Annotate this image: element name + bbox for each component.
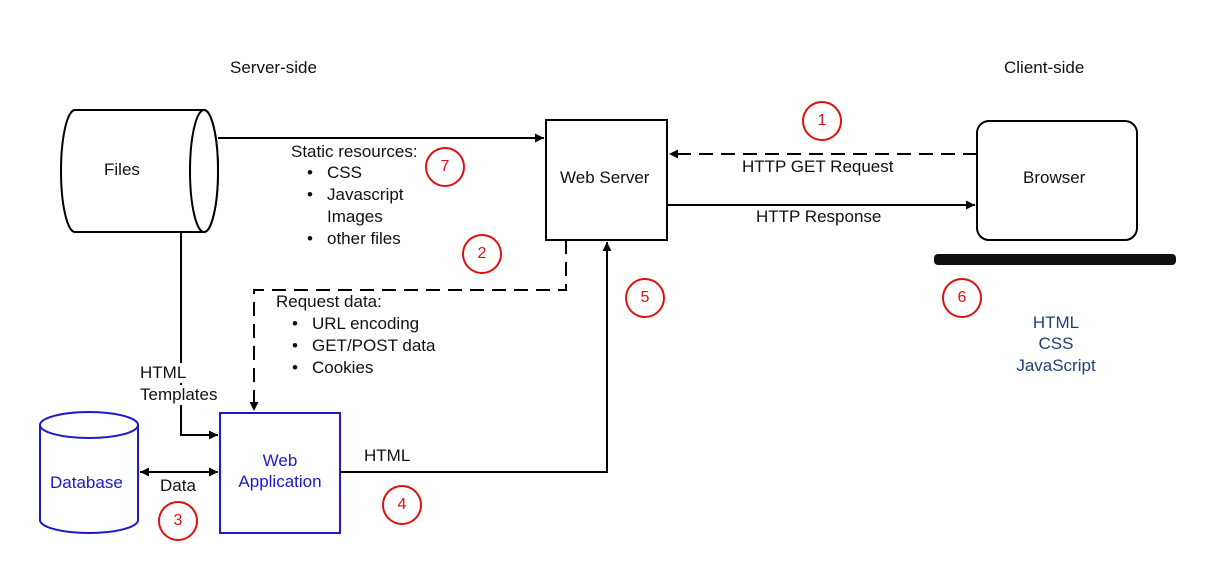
client-side-heading: Client-side bbox=[1004, 58, 1085, 77]
web-application-label-line2: Application bbox=[238, 472, 322, 491]
request-data-list: URL encoding GET/POST data Cookies bbox=[276, 313, 435, 379]
client-tech-css: CSS bbox=[1038, 334, 1074, 353]
step-4-badge: 4 bbox=[382, 485, 422, 525]
client-tech-javascript: JavaScript bbox=[1016, 356, 1096, 375]
database-label: Database bbox=[50, 473, 123, 492]
step-1-badge: 1 bbox=[802, 101, 842, 141]
files-storage-shape bbox=[60, 109, 219, 233]
list-item: Images bbox=[327, 207, 383, 226]
database-shape bbox=[39, 411, 139, 534]
step-2-badge: 2 bbox=[462, 234, 502, 274]
server-side-heading: Server-side bbox=[230, 58, 317, 77]
step-3-badge: 3 bbox=[158, 501, 198, 541]
list-item: GET/POST data bbox=[276, 335, 435, 357]
list-item: other files bbox=[291, 228, 404, 250]
http-get-request-label: HTTP GET Request bbox=[742, 157, 894, 176]
html-templates-label-line1: HTML bbox=[140, 363, 187, 383]
list-item: CSS bbox=[291, 162, 404, 184]
laptop-base bbox=[934, 254, 1176, 265]
request-data-arrow bbox=[249, 240, 567, 411]
browser-label: Browser bbox=[1023, 168, 1086, 187]
step-7-badge: 7 bbox=[425, 147, 465, 187]
web-server-box bbox=[545, 119, 668, 241]
list-item: URL encoding bbox=[276, 313, 435, 335]
list-item: Cookies bbox=[276, 357, 435, 379]
html-to-server-arrow bbox=[340, 242, 612, 473]
client-tech-html: HTML bbox=[1032, 313, 1080, 332]
browser-box bbox=[976, 120, 1138, 241]
static-resources-title: Static resources: bbox=[291, 142, 418, 161]
list-item: Javascript bbox=[291, 184, 404, 206]
web-application-label-line1: Web bbox=[262, 451, 298, 470]
static-resources-list: CSS Javascript Images other files bbox=[291, 162, 404, 250]
html-templates-label-line2: Templates bbox=[140, 385, 218, 405]
web-server-label: Web Server bbox=[560, 168, 650, 187]
step-5-badge: 5 bbox=[625, 278, 665, 318]
data-label: Data bbox=[160, 476, 196, 495]
step-6-badge: 6 bbox=[942, 278, 982, 318]
request-data-title: Request data: bbox=[276, 292, 382, 311]
http-response-label: HTTP Response bbox=[756, 207, 882, 226]
html-label: HTML bbox=[364, 446, 411, 465]
templates-arrow bbox=[180, 233, 218, 440]
files-label: Files bbox=[104, 160, 140, 179]
